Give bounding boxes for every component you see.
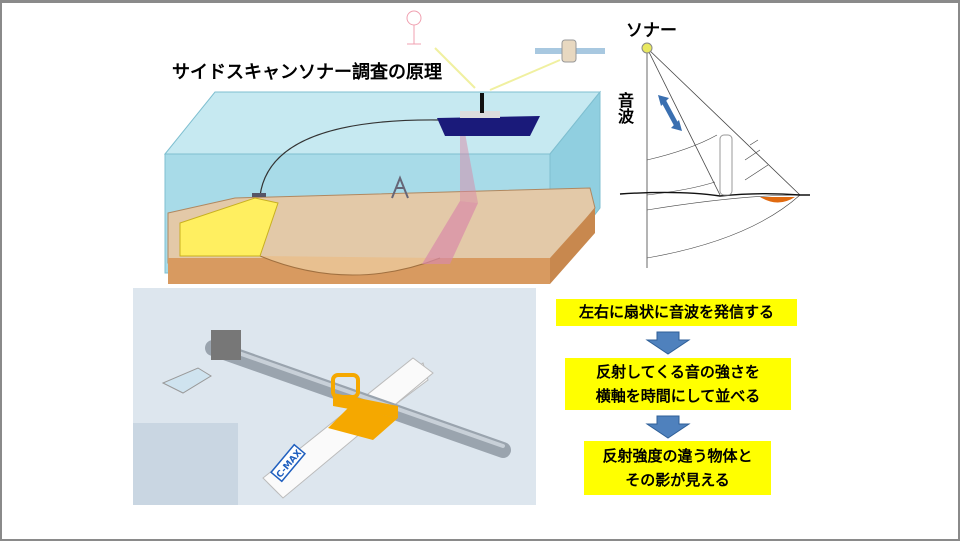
flow-step-1: 左右に扇状に音波を発信する	[556, 299, 797, 326]
towfish-device-photo: C-MAX	[133, 288, 536, 505]
side-scan-survey-illustration	[163, 10, 605, 284]
flow-step-2: 反射してくる音の強さを横軸を時間にして並べる	[565, 358, 791, 410]
down-arrow-icon	[645, 415, 691, 439]
down-arrow-icon	[645, 331, 691, 355]
sonar-label: ソナー	[626, 21, 677, 41]
flow-step-2-line-2: 横軸を時間にして並べる	[595, 387, 761, 405]
flow-step-3-line-2: その影が見える	[625, 471, 730, 489]
sonar-source-icon	[641, 42, 653, 54]
sonar-beam-diagram	[619, 42, 810, 268]
flow-step-2-line-1: 反射してくる音の強さを	[596, 363, 760, 381]
flow-step-3-line-1: 反射強度の違う物体と	[602, 447, 753, 465]
flow-step-1-text: 左右に扇状に音波を発信する	[578, 303, 774, 321]
flow-step-3: 反射強度の違う物体とその影が見える	[584, 441, 771, 495]
slide-title: サイドスキャンソナー調査の原理	[172, 62, 442, 83]
satellite-icon	[535, 39, 605, 63]
gps-station-icon	[406, 10, 422, 45]
sound-wave-label: 音波	[615, 92, 634, 124]
survey-ship-icon	[437, 93, 540, 136]
